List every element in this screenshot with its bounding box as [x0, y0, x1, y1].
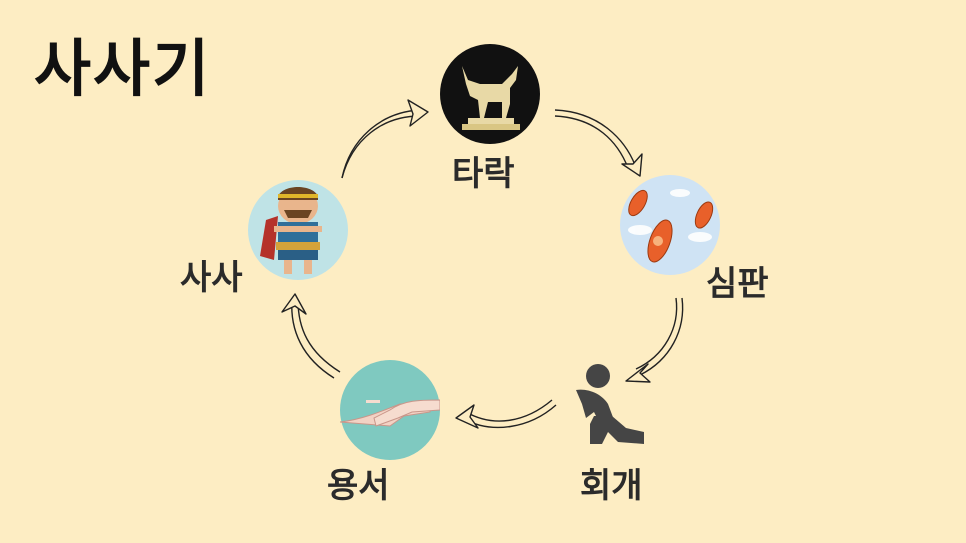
forgiveness-node [340, 360, 440, 460]
bombs-icon [620, 175, 720, 275]
golden-calf-icon [440, 44, 540, 144]
label-judge: 사사 [180, 250, 243, 299]
repentance-node [568, 360, 648, 460]
arrow-judge-to-fall [342, 110, 420, 178]
judge-node [248, 180, 348, 280]
label-judgment: 심판 [706, 256, 769, 305]
label-repentance: 회개 [580, 458, 643, 507]
judge-warrior-icon [248, 180, 348, 280]
label-fall: 타락 [452, 146, 515, 195]
label-forgiveness: 용서 [327, 458, 390, 507]
kneeling-person-icon [568, 360, 648, 460]
holding-hands-icon [340, 360, 440, 460]
judgment-node [620, 175, 720, 275]
fall-node [440, 44, 540, 144]
